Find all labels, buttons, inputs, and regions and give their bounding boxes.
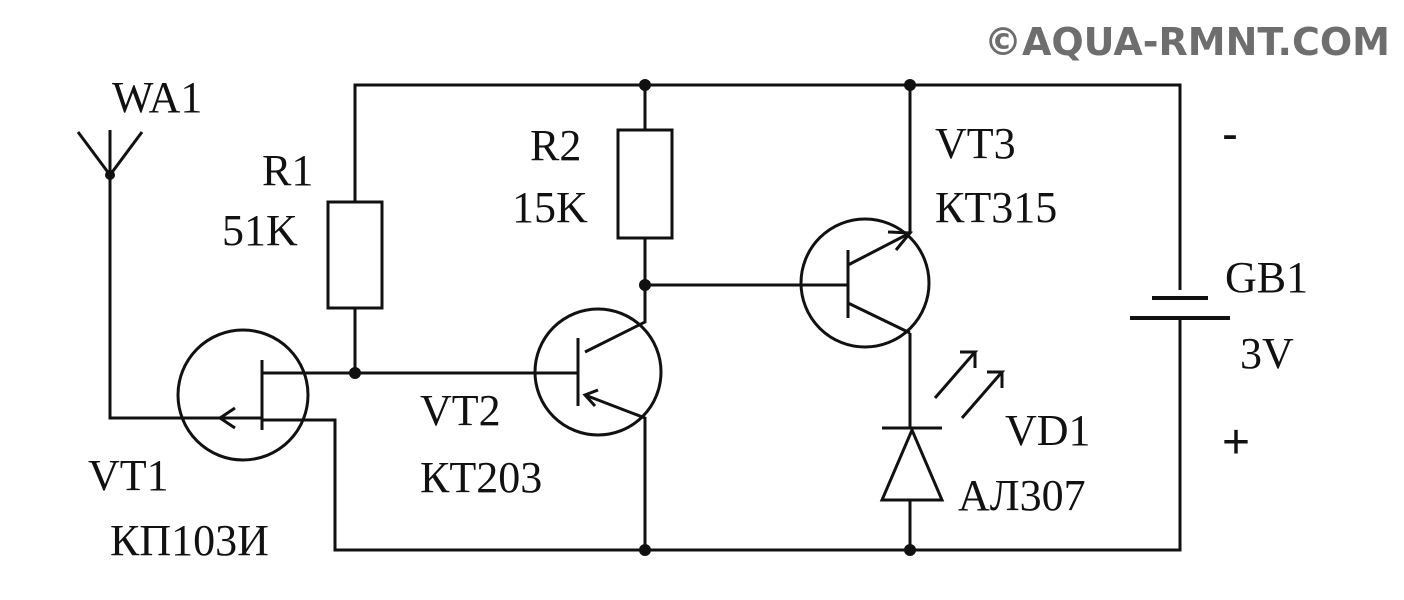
label-vt1-type: КП103И (110, 516, 269, 565)
label-vt2-ref: VT2 (420, 386, 501, 435)
wires (108, 83, 1182, 552)
antenna-symbol (76, 130, 144, 176)
label-r2-value: 15K (512, 183, 588, 232)
junction-dot (904, 544, 916, 556)
label-vt1-ref: VT1 (88, 451, 169, 500)
label-vt3-ref: VT3 (935, 119, 1016, 168)
junction-dot (904, 79, 916, 91)
wire-antenna-gate (108, 175, 220, 420)
label-vt3-type: КТ315 (935, 183, 1057, 232)
junction-dot (639, 279, 651, 291)
wire-bottom-rail (270, 318, 1182, 552)
label-r2-ref: R2 (530, 121, 581, 170)
label-gb1-ref: GB1 (1225, 253, 1308, 302)
label-vt2-type: КТ203 (420, 453, 542, 502)
battery-gb1-symbol (1130, 296, 1230, 320)
label-r1-ref: R1 (262, 146, 313, 195)
junction-dot (639, 79, 651, 91)
transistor-vt2-symbol (533, 307, 663, 437)
label-gb1-voltage: 3V (1240, 329, 1294, 378)
label-r1-value: 51K (222, 206, 298, 255)
label-vd1-type: АЛ307 (958, 471, 1086, 520)
junction-dot (639, 544, 651, 556)
label-polarity-negative: - (1222, 108, 1238, 161)
wire-vt2-collector (584, 285, 647, 354)
led-vd1-symbol (879, 350, 1006, 502)
resistor-r1-symbol (326, 200, 384, 310)
resistor-r2-symbol (616, 128, 674, 240)
watermark: ©AQUA-RMNT.COM (984, 20, 1390, 64)
junctions (105, 79, 916, 556)
label-polarity-positive: + (1222, 416, 1250, 469)
transistor-vt1-symbol (176, 328, 310, 462)
label-vd1-ref: VD1 (1005, 406, 1091, 455)
junction-dot (349, 367, 361, 379)
wire-vt2-emitter (584, 393, 647, 550)
transistor-vt3-symbol (799, 217, 931, 349)
label-wa1: WA1 (112, 73, 202, 122)
